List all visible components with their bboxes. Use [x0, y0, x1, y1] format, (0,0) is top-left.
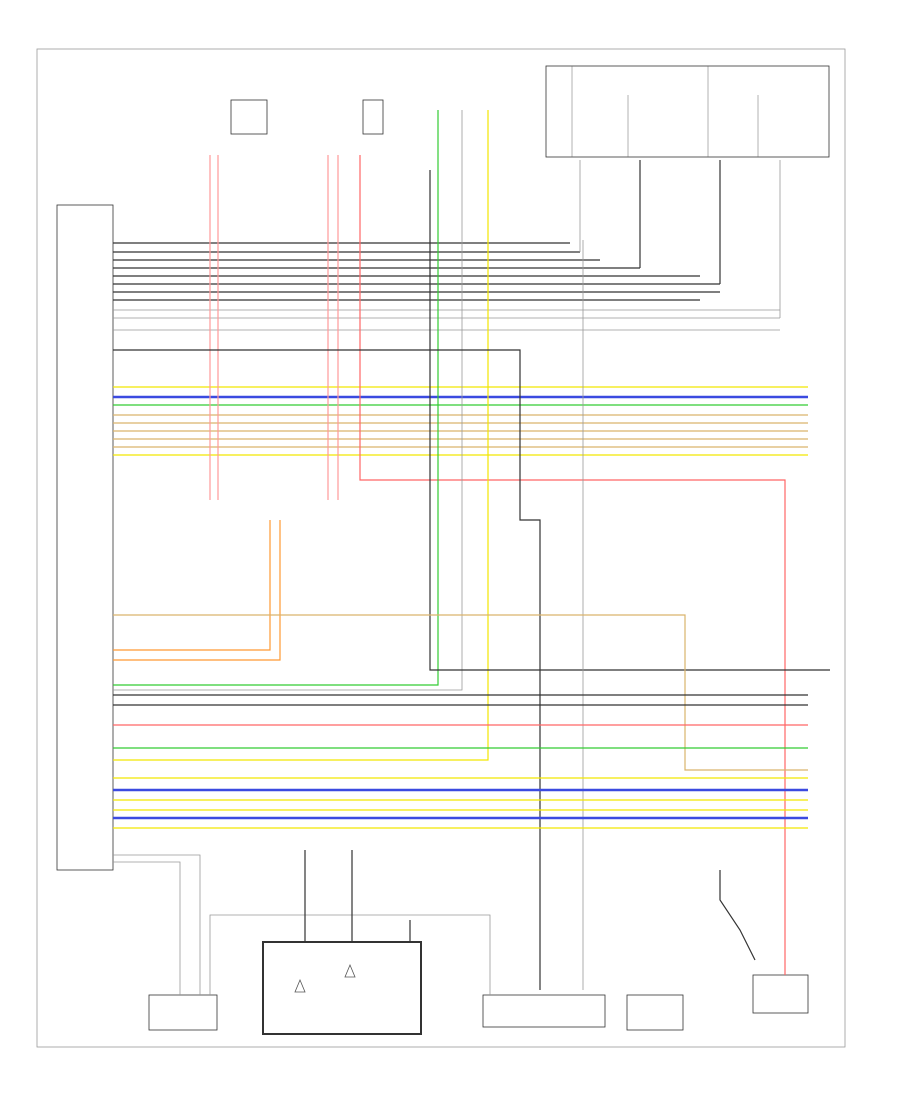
top-component-2: [362, 99, 384, 135]
top-component-1: [230, 99, 268, 135]
bottom-component-2: [262, 941, 422, 1035]
top-right-module: [545, 65, 830, 158]
control-module-box: [56, 204, 114, 871]
bottom-component-1: [148, 994, 218, 1031]
bottom-component-5: [752, 974, 809, 1014]
bottom-component-3: [482, 994, 606, 1028]
diagram-frame: [36, 48, 846, 1048]
bottom-component-4: [626, 994, 684, 1031]
